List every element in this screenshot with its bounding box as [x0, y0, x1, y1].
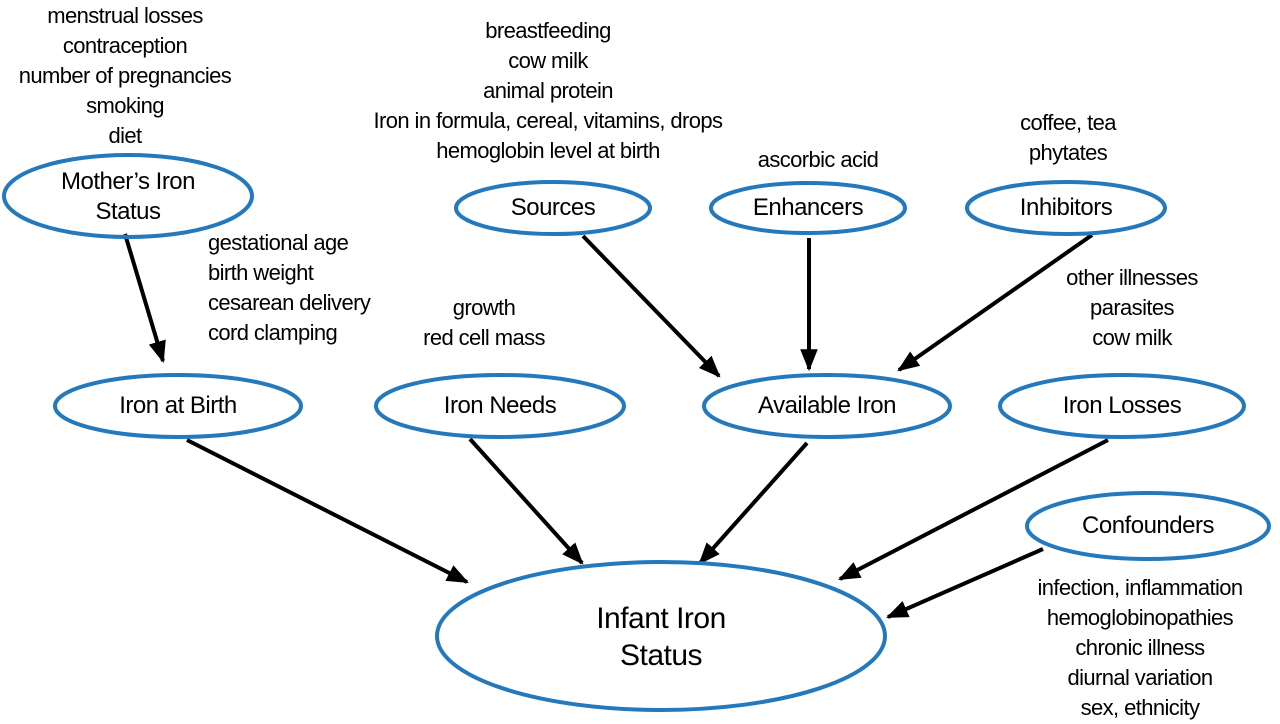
node-label-enhancers: Enhancers — [752, 193, 864, 223]
annotation-line: menstrual losses — [47, 3, 203, 28]
annotation-line: diurnal variation — [1067, 665, 1213, 690]
node-label-line: Status — [619, 639, 703, 672]
annotation-enhancer-factors: ascorbic acid — [758, 145, 879, 175]
node-label-line: Inhibitors — [1019, 194, 1113, 221]
edge-confounders-to-infant-iron-status — [885, 547, 1044, 619]
annotation-line: cord clamping — [208, 320, 338, 345]
node-ellipse-iron-at-birth — [53, 373, 303, 439]
node-label-line: Mother’s Iron — [60, 168, 196, 195]
annotation-mother-factors: menstrual losses contraception number of… — [18, 1, 232, 151]
annotation-line: sex, ethnicity — [1080, 695, 1200, 720]
annotation-line: parasites — [1090, 295, 1174, 320]
annotation-line: growth — [452, 295, 516, 320]
annotation-line: diet — [108, 123, 142, 148]
node-label-line: Status — [95, 198, 161, 225]
node-label-available-iron: Available Iron — [758, 391, 896, 421]
node-label-line: Iron Losses — [1062, 392, 1182, 419]
annotation-line: phytates — [1028, 140, 1108, 165]
edge-iron-needs-to-infant-iron-status — [468, 437, 584, 565]
node-label-iron-needs: Iron Needs — [443, 391, 557, 421]
node-ellipse-iron-needs — [374, 373, 626, 439]
annotation-birth-factors: gestational age birth weight cesarean de… — [208, 228, 371, 348]
node-label-line: Iron at Birth — [119, 392, 237, 419]
edge-iron-losses-available-to-infant-iron-status — [698, 441, 809, 565]
edge-sources-to-available-iron — [581, 234, 721, 378]
node-label-line: Enhancers — [752, 194, 864, 221]
annotation-line: smoking — [86, 93, 164, 118]
annotation-line: infection, inflammation — [1037, 575, 1243, 600]
node-ellipse-inhibitors — [965, 180, 1167, 236]
node-label-mothers-iron-status: Mother’s Iron Status — [60, 167, 196, 227]
node-ellipse-infant-iron-status — [435, 560, 887, 712]
annotation-line: cesarean delivery — [208, 290, 371, 315]
annotation-line: cow milk — [508, 48, 588, 73]
node-ellipse-enhancers — [709, 181, 907, 235]
node-label-line: Confounders — [1082, 512, 1214, 539]
annotation-confounder-factors: infection, inflammation hemoglobinopathi… — [1037, 573, 1243, 723]
node-ellipse-available-iron — [702, 373, 952, 439]
annotation-line: red cell mass — [423, 325, 545, 350]
annotation-source-factors: breastfeeding cow milk animal protein Ir… — [373, 16, 724, 166]
node-ellipse-mothers-iron-status — [2, 153, 254, 239]
annotation-line: chronic illness — [1075, 635, 1205, 660]
node-ellipse-sources — [454, 180, 652, 236]
node-label-line: Infant Iron — [596, 602, 726, 635]
node-ellipse-iron-losses — [998, 373, 1246, 439]
node-label-sources: Sources — [511, 193, 596, 223]
node-label-iron-at-birth: Iron at Birth — [119, 391, 237, 421]
node-label-iron-losses: Iron Losses — [1063, 391, 1182, 421]
edge-mothers-iron-status-to-iron-at-birth — [123, 233, 166, 364]
annotation-line: birth weight — [208, 260, 314, 285]
annotation-line: animal protein — [483, 78, 613, 103]
annotation-line: hemoglobin level at birth — [436, 138, 660, 163]
node-label-inhibitors: Inhibitors — [1019, 193, 1113, 223]
node-label-line: Available Iron — [758, 392, 896, 419]
annotation-line: other illnesses — [1066, 265, 1198, 290]
annotation-line: cow milk — [1092, 325, 1172, 350]
annotation-line: ascorbic acid — [757, 147, 879, 172]
annotation-line: coffee, tea — [1020, 110, 1116, 135]
annotation-line: gestational age — [208, 230, 349, 255]
annotation-needs-factors: growth red cell mass — [423, 293, 545, 353]
annotation-line: hemoglobinopathies — [1046, 605, 1234, 630]
node-label-line: Iron Needs — [443, 392, 557, 419]
edge-iron-losses-to-infant-iron-status — [838, 438, 1109, 581]
annotation-line: number of pregnancies — [18, 63, 232, 88]
edge-inhibitors-to-available-iron — [897, 233, 1094, 372]
annotation-line: contraception — [62, 33, 188, 58]
annotation-line: breastfeeding — [485, 18, 611, 43]
node-label-confounders: Confounders — [1082, 511, 1214, 541]
annotation-loss-factors: other illnesses parasites cow milk — [1066, 263, 1198, 353]
node-ellipse-confounders — [1025, 491, 1271, 561]
annotation-line: Iron in formula, cereal, vitamins, drops — [373, 108, 724, 133]
node-label-infant-iron-status: Infant Iron Status — [596, 600, 726, 674]
node-label-line: Sources — [510, 194, 596, 221]
annotation-inhibitor-factors: coffee, tea phytates — [1020, 108, 1116, 168]
edge-iron-at-birth-to-infant-iron-status — [186, 438, 469, 584]
